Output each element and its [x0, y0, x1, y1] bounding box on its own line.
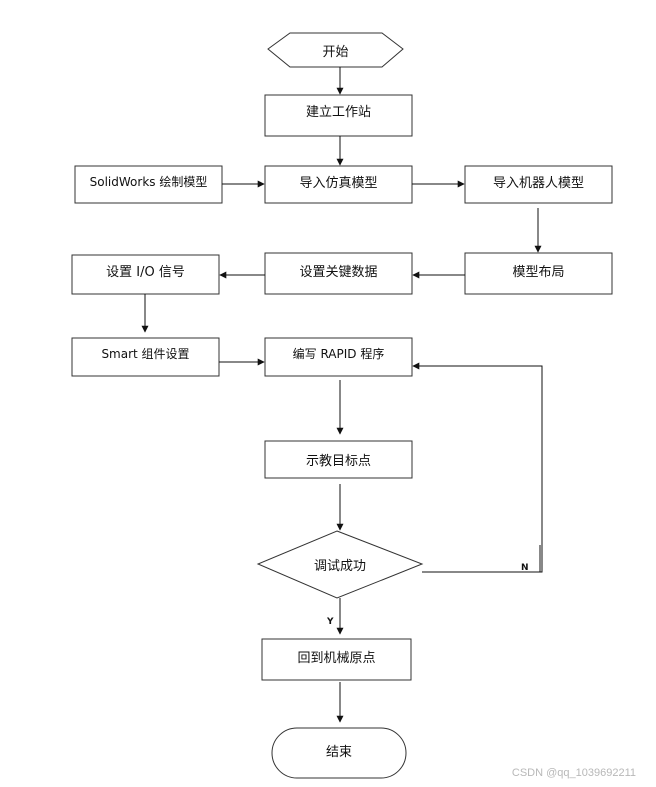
- set-key-data-box: [264, 252, 413, 295]
- watermark-text: CSDN @qq_1039692211: [511, 767, 636, 779]
- model-layout-box: [464, 252, 613, 295]
- end-terminator: [271, 727, 407, 779]
- return-origin-box: [261, 638, 412, 681]
- start-terminator: [267, 32, 404, 68]
- write-rapid-box: [264, 337, 413, 377]
- solidworks-model-box: [74, 165, 223, 204]
- import-robot-model-box: [464, 165, 613, 204]
- smart-component-box: [71, 337, 220, 377]
- teach-target-box: [264, 440, 413, 479]
- no-label: N: [521, 563, 529, 573]
- debug-success-decision: [256, 530, 424, 599]
- yes-label: Y: [327, 617, 334, 627]
- set-io-signal-box: [71, 254, 220, 295]
- import-sim-model-box: [264, 165, 413, 204]
- build-station-box: [264, 94, 413, 137]
- arrow-no-loop-to-rapid: [412, 362, 543, 573]
